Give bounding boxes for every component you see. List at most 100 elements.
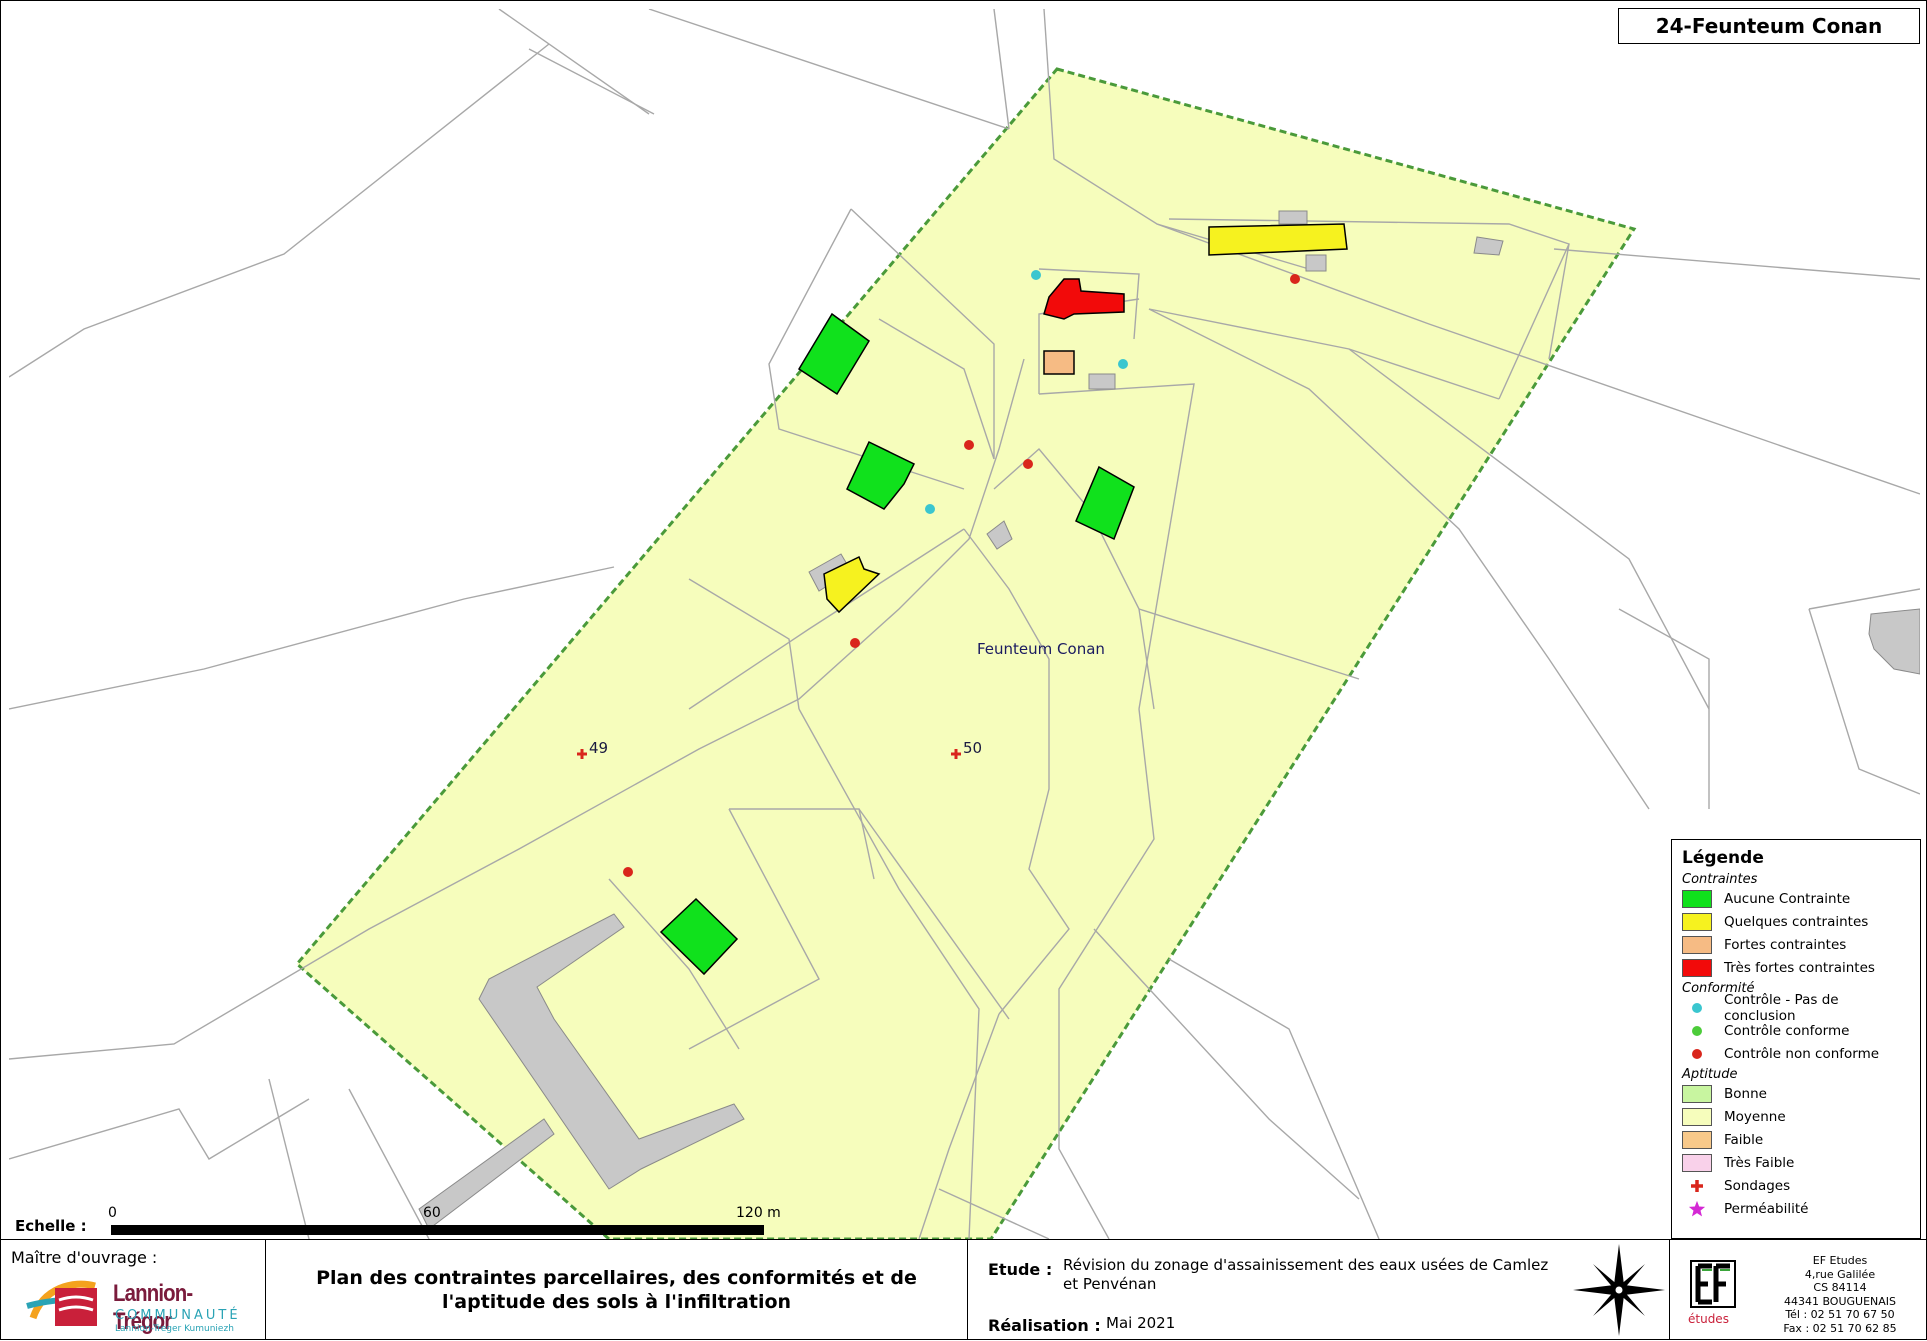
scale-label: Echelle : — [15, 1217, 87, 1235]
buildings-grey — [418, 210, 1920, 1230]
ef-address-line: 4,rue Galilée — [1804, 1267, 1876, 1281]
sondage-cross-icon — [951, 749, 961, 759]
parcel-line — [9, 43, 550, 378]
parcel-line — [1038, 383, 1195, 710]
legend-swatch — [1682, 1130, 1712, 1149]
building-grey — [418, 1118, 555, 1230]
parcel-line — [688, 578, 800, 710]
legend-label: Bonne — [1724, 1085, 1767, 1102]
ef-address-line: EF Etudes — [1812, 1254, 1868, 1267]
controle-pas-de-conclusion-point — [1031, 270, 1041, 280]
sondage-cross-icon — [1682, 1179, 1712, 1193]
legend-swatch — [1682, 958, 1712, 977]
legend-item: Faible — [1682, 1128, 1910, 1151]
map-canvas: 49 50 Feunteum Conan — [9, 9, 1920, 1239]
parcel-line — [798, 708, 980, 1239]
star-icon — [1682, 1200, 1712, 1218]
legend-swatch — [1682, 1084, 1712, 1103]
parcel-line — [1168, 958, 1380, 1239]
compass-rose-icon — [1573, 1244, 1665, 1336]
legend-swatch — [1682, 1153, 1712, 1172]
parcel-line — [1093, 928, 1360, 1200]
parcel-line — [1138, 608, 1360, 680]
place-label: Feunteum Conan — [977, 640, 1105, 658]
ef-cell: études EF Etudes 4,rue Galilée CS 84114 … — [1670, 1240, 1927, 1340]
lannion-tregor-logo: Lannion-Trégor COMMUNAUTÉ Lannion-Treger… — [23, 1270, 253, 1336]
parcel-line — [1808, 608, 1920, 795]
ef-address: EF Etudes 4,rue Galilée CS 84114 44341 B… — [1760, 1254, 1920, 1335]
ef-address-line: Fax : 02 51 70 62 85 — [1783, 1321, 1897, 1335]
parcel-line — [608, 878, 740, 1050]
scale-bar-line — [111, 1225, 764, 1235]
study-label: Etude : — [988, 1260, 1053, 1279]
legend-label: Contrôle non conforme — [1724, 1045, 1880, 1062]
ef-etudes-logo: études — [1684, 1260, 1744, 1332]
building-tres-fortes-contraintes — [1043, 278, 1125, 320]
parcel-line — [9, 566, 615, 710]
parcel-line — [878, 318, 995, 460]
legend-label: Quelques contraintes — [1724, 913, 1869, 930]
building-aucune-contrainte — [659, 897, 739, 976]
legend-label: Très fortes contraintes — [1724, 959, 1875, 976]
legend-item: Moyenne — [1682, 1105, 1910, 1128]
parcel-line — [993, 9, 1010, 130]
controle-non-conforme-point — [850, 638, 860, 648]
parcel-line — [688, 528, 965, 710]
ef-logo-text: études — [1688, 1312, 1729, 1326]
building-quelques-contraintes — [823, 555, 881, 614]
constraint-buildings — [659, 223, 1348, 976]
legend-category: Aptitude — [1682, 1067, 1738, 1082]
parcel-line — [648, 9, 1010, 130]
parcel-line — [1348, 348, 1710, 710]
building-fortes-contraintes — [1043, 350, 1075, 375]
legend-dot-icon — [1682, 1048, 1712, 1059]
controle-non-conforme-point — [1023, 459, 1033, 469]
legend-swatch — [1682, 889, 1712, 908]
legend-item: Sondages — [1682, 1174, 1910, 1197]
building-grey — [1088, 373, 1116, 390]
legend-dot-icon — [1682, 1002, 1712, 1013]
scale-bar: Echelle : 0 60 120 m — [11, 1205, 811, 1239]
owner-cell: Maître d'ouvrage : Lannion-Trégor COMMUN… — [1, 1240, 266, 1340]
parcel-line — [938, 1188, 1050, 1239]
map-title: 24-Feunteum Conan — [1618, 8, 1920, 44]
building-quelques-contraintes — [1208, 223, 1348, 256]
parcel-line — [1553, 248, 1920, 280]
legend-category: Conformité — [1682, 981, 1755, 996]
legend-category: Contraintes — [1682, 872, 1758, 887]
legend-swatch — [1682, 912, 1712, 931]
owner-logo-sub2: Lannion-Treger Kumuniezh — [115, 1324, 234, 1334]
sondage-marker: 50 — [951, 739, 982, 759]
parcel-line — [1168, 218, 1570, 400]
legend-swatch — [1682, 935, 1712, 954]
parcel-line — [1058, 708, 1155, 1239]
plan-title: Plan des contraintes parcellaires, des c… — [266, 1240, 968, 1340]
legend-item: Quelques contraintes — [1682, 910, 1910, 933]
legend-label: Moyenne — [1724, 1108, 1786, 1125]
building-aucune-contrainte — [1075, 465, 1135, 541]
parcel-line — [850, 208, 995, 459]
scale-tick: 0 — [108, 1205, 117, 1221]
parcel-line — [348, 1088, 430, 1239]
legend-item: Perméabilité — [1682, 1197, 1910, 1220]
legend-item: Fortes contraintes — [1682, 933, 1910, 956]
legend-swatch — [1682, 1107, 1712, 1126]
legend-label: Aucune Contrainte — [1724, 890, 1851, 907]
legend-label: Très Faible — [1724, 1154, 1795, 1171]
legend-item: Très fortes contraintes — [1682, 956, 1910, 979]
parcel-line — [498, 9, 650, 115]
parcel-line — [858, 808, 1010, 1020]
ef-address-line: Tél : 02 51 70 67 50 — [1785, 1308, 1895, 1321]
legend-label: Contrôle - Pas de conclusion — [1724, 991, 1839, 1024]
controle-non-conforme-point — [1290, 274, 1300, 284]
sondage-cross-icon — [577, 749, 587, 759]
legend-item: Aucune Contrainte — [1682, 887, 1910, 910]
legend-item: Contrôle conforme — [1682, 1019, 1910, 1042]
parcel-line — [1808, 588, 1920, 610]
parcel-line — [963, 528, 1070, 1015]
legend-label: Sondages — [1724, 1177, 1791, 1194]
legend-label: Faible — [1724, 1131, 1764, 1148]
controle-non-conforme-point — [623, 867, 633, 877]
realisation-label: Réalisation : — [988, 1316, 1101, 1335]
